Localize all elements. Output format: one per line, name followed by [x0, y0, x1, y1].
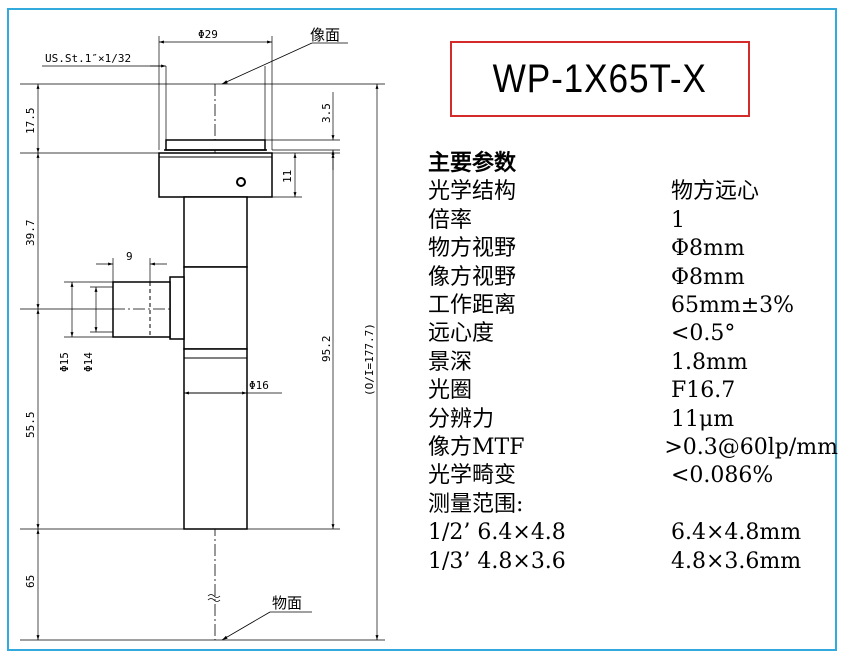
param-key: 像方视野 — [428, 264, 517, 290]
axis-break-symbol — [207, 594, 221, 602]
parameter-title: 主要参数 — [428, 151, 517, 176]
thread-label: US.St.1″×1/32 — [45, 52, 131, 65]
param-value: >0.3@60lp/mm — [664, 435, 838, 461]
param-key: 1/2’ 6.4×4.8 — [428, 520, 566, 546]
dim-17-5: 17.5 — [24, 108, 37, 135]
lens-mid-housing — [183, 266, 248, 350]
param-value: 物方远心 — [671, 179, 760, 205]
lens-lower-tube — [183, 348, 248, 530]
dim-39-7: 39.7 — [24, 220, 37, 247]
dim-diameter-16: Φ16 — [249, 379, 269, 392]
param-value: 1.8mm — [671, 349, 748, 375]
model-title: WP-1X65T-X — [492, 56, 708, 101]
dim-total-length: (O/I=177.7) — [363, 323, 376, 396]
dim-95-2: 95.2 — [320, 336, 333, 363]
parameter-row: 景深 1.8mm — [428, 349, 838, 377]
dim-55-5: 55.5 — [24, 412, 37, 439]
param-value: <0.5° — [671, 321, 736, 347]
param-value: 1 — [671, 207, 685, 233]
side-port-collar — [169, 276, 185, 340]
border-frame — [7, 8, 837, 651]
lens-upper-tube — [183, 196, 248, 268]
param-value: F16.7 — [671, 378, 736, 404]
parameter-row: 物方视野 Φ8mm — [428, 235, 838, 263]
dim-65: 65 — [24, 575, 37, 588]
object-plane-label: 物面 — [272, 594, 302, 612]
parameter-row: 远心度 <0.5° — [428, 320, 838, 348]
param-value: 6.4×4.8mm — [671, 520, 802, 546]
dim-diameter-29: Φ29 — [198, 28, 218, 41]
parameter-row: 像方视野 Φ8mm — [428, 264, 838, 292]
param-key: 工作距离 — [428, 293, 517, 319]
lens-top-body — [158, 152, 273, 198]
dim-diameter-14: Φ14 — [82, 352, 95, 372]
param-key: 像方MTF — [428, 435, 525, 461]
param-key: 远心度 — [428, 321, 495, 347]
set-screw — [236, 177, 246, 187]
param-key: 景深 — [428, 349, 473, 375]
dim-diameter-15: Φ15 — [58, 352, 71, 372]
lens-flange — [165, 139, 266, 151]
parameter-row: 光圈 F16.7 — [428, 377, 838, 405]
dim-11: 11 — [281, 170, 294, 183]
param-value: Φ8mm — [671, 236, 745, 262]
parameter-row: 工作距离 65mm±3% — [428, 292, 838, 320]
param-value: <0.086% — [671, 463, 774, 489]
side-port — [112, 281, 171, 338]
measure-row: 1/3’ 4.8×3.6 4.8×3.6mm — [428, 548, 838, 576]
dim-width-9: 9 — [126, 250, 133, 263]
image-plane-label: 像面 — [310, 26, 340, 44]
param-value: 11μm — [671, 406, 735, 432]
parameter-list: 主要参数 光学结构 物方远心倍率 1 物方视野 Φ8mm 像方视野 Φ8mm 工作距离 65mm… — [428, 150, 838, 576]
param-value: Φ8mm — [671, 264, 745, 290]
parameter-row: 分辨力 11μm — [428, 406, 838, 434]
model-title-box: WP-1X65T-X — [450, 41, 750, 117]
param-key: 物方视野 — [428, 236, 517, 262]
parameter-row: 倍率 1 — [428, 207, 838, 235]
param-value: 4.8×3.6mm — [671, 548, 802, 574]
param-key: 光圈 — [428, 378, 473, 404]
param-key: 分辨力 — [428, 406, 495, 432]
measure-row: 1/2’ 6.4×4.8 6.4×4.8mm — [428, 519, 838, 547]
param-value: 65mm±3% — [671, 293, 795, 319]
measure-range-title: 测量范围: — [428, 491, 524, 517]
parameter-row: 像方MTF >0.3@60lp/mm — [428, 434, 838, 462]
param-key: 光学畸变 — [428, 463, 517, 489]
parameter-row: 光学结构 物方远心 — [428, 178, 838, 206]
parameter-row: 光学畸变 <0.086% — [428, 462, 838, 490]
dim-3-5: 3.5 — [320, 103, 333, 123]
param-key: 1/3’ 4.8×3.6 — [428, 548, 566, 574]
param-key: 光学结构 — [428, 179, 517, 205]
param-key: 倍率 — [428, 207, 473, 233]
